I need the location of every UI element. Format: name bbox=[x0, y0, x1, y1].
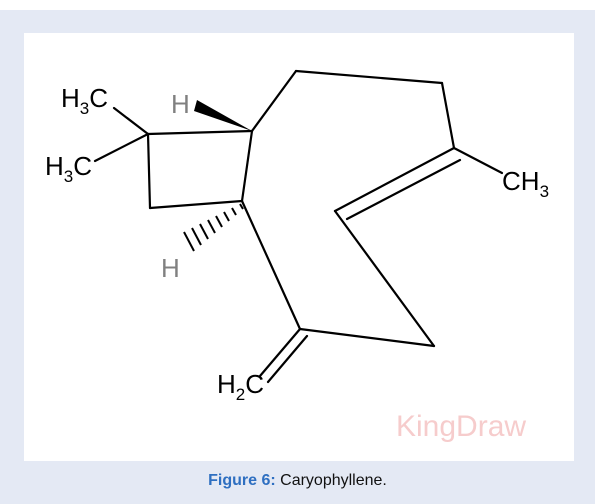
hash-5 bbox=[207, 219, 216, 234]
atom-label-h-top: H bbox=[171, 89, 190, 119]
bond-c4r-c5-double-b bbox=[345, 158, 462, 221]
hash-3 bbox=[223, 211, 230, 222]
hash-7 bbox=[191, 227, 202, 246]
bond-c5-c6 bbox=[333, 209, 436, 348]
bond-c3-c4r bbox=[440, 81, 456, 150]
bond-c4r-c5-double-a bbox=[333, 146, 456, 213]
bond-c4r-methyl bbox=[452, 146, 504, 175]
bond-cgem-c1 bbox=[146, 129, 254, 136]
bond-c6-c7 bbox=[298, 327, 436, 348]
atom-label-h3c-top: H3C bbox=[61, 83, 108, 118]
hash-1 bbox=[239, 203, 244, 210]
figure-label: Figure 6: bbox=[208, 472, 276, 489]
bond-c1-c2 bbox=[250, 69, 298, 133]
figure-caption-text: Caryophyllene. bbox=[275, 472, 387, 489]
caryophyllene-structure: H3C H3C CH3 H2C H H KingDraw bbox=[45, 69, 549, 443]
bond-cgem-c4 bbox=[146, 132, 152, 210]
hash-6 bbox=[199, 223, 209, 240]
bond-c2-c3 bbox=[294, 69, 444, 85]
structure-panel: H3C H3C CH3 H2C H H KingDraw bbox=[24, 33, 574, 461]
atom-label-h2c-bottom: H2C bbox=[217, 369, 264, 404]
hash-bond-h-bottom bbox=[183, 203, 244, 252]
atom-label-h-bottom: H bbox=[161, 253, 180, 283]
bond-lines bbox=[93, 69, 504, 384]
hash-4 bbox=[215, 215, 223, 228]
bond-c1-c9 bbox=[240, 129, 254, 203]
bond-cgem-methyl-left bbox=[93, 132, 150, 163]
wedge-bond-h-top bbox=[194, 100, 252, 131]
bond-c4-c9 bbox=[148, 199, 244, 210]
atom-label-ch3-right: CH3 bbox=[502, 166, 549, 201]
hash-8 bbox=[183, 231, 195, 252]
bond-c7-c9 bbox=[240, 199, 302, 331]
hash-2 bbox=[231, 207, 237, 216]
bond-cgem-methyl-top bbox=[112, 106, 150, 136]
bond-exo-double-a bbox=[258, 327, 302, 378]
kingdraw-watermark: KingDraw bbox=[396, 410, 526, 443]
bond-exo-double-b bbox=[266, 334, 309, 384]
figure-caption: Figure 6: Caryophyllene. bbox=[0, 472, 595, 490]
atom-label-h3c-left: H3C bbox=[45, 151, 92, 186]
